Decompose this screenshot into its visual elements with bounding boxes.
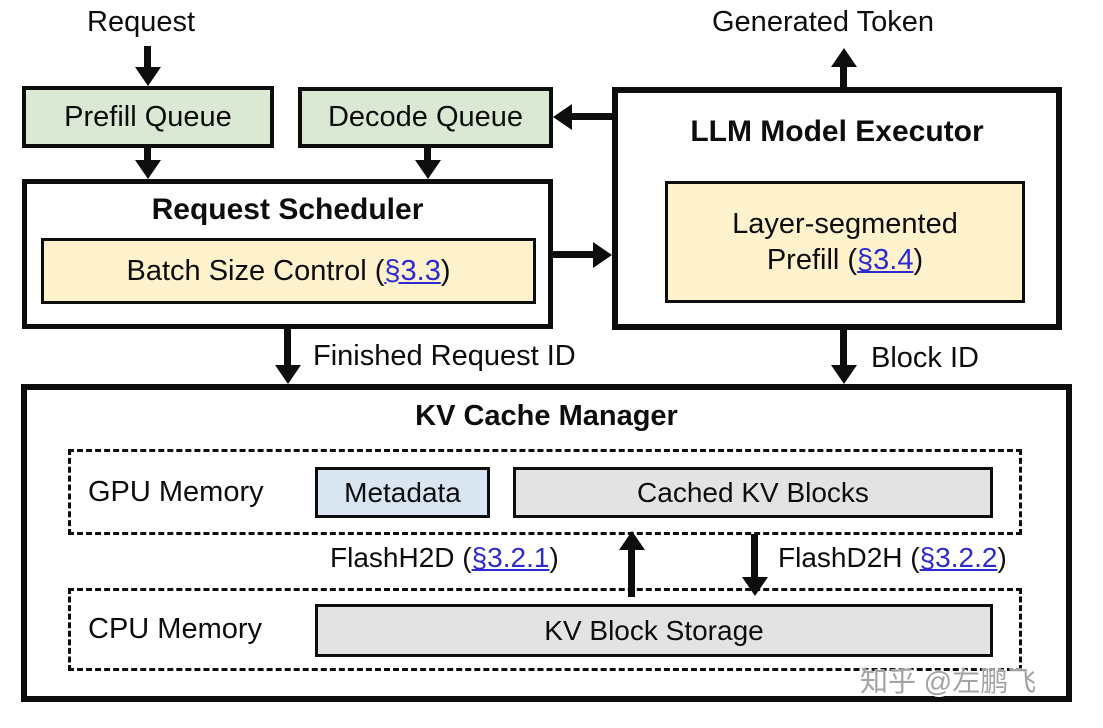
flash-h2d-suffix: ) [549,542,559,573]
metadata-box: Metadata [315,467,490,518]
batch-size-control-line: Batch Size Control (§3.3) [126,253,450,289]
llm-model-executor-box: LLM Model Executor Layer-segmented Prefi… [612,87,1062,330]
layer-segmented-prefill-box: Layer-segmented Prefill (§3.4) [665,181,1025,303]
cached-kv-blocks-label: Cached KV Blocks [637,476,869,508]
request-scheduler-box: Request Scheduler Batch Size Control (§3… [22,179,553,329]
layer-segmented-line1: Layer-segmented [732,207,958,240]
arrow-decode-queue-to-scheduler-icon [424,148,431,160]
decode-queue-label: Decode Queue [327,101,524,133]
gpu-memory-label: GPU Memory [88,475,264,508]
section-3-4-link[interactable]: §3.4 [857,244,914,276]
flash-d2h-label: FlashD2H (§3.2.2) [778,542,1007,574]
kv-block-storage-box: KV Block Storage [315,604,993,657]
section-3-2-1-link[interactable]: §3.2.1 [471,542,550,573]
section-3-2-2-link[interactable]: §3.2.2 [919,542,998,573]
cached-kv-blocks-box: Cached KV Blocks [513,467,993,518]
arrow-prefill-queue-to-scheduler-icon [144,148,151,160]
llm-model-executor-title: LLM Model Executor [690,115,984,148]
flash-h2d-label: FlashH2D (§3.2.1) [330,542,559,574]
arrow-scheduler-to-kv-manager-icon [284,329,291,365]
request-label: Request [87,6,196,38]
generated-token-label: Generated Token [712,6,934,38]
batch-size-control-box: Batch Size Control (§3.3) [41,238,536,304]
flash-h2d-prefix: FlashH2D ( [330,542,472,573]
arrow-executor-to-kv-manager-icon [840,330,847,365]
layer-segmented-line2-prefix: Prefill ( [766,244,858,276]
arrow-request-to-prefill-queue-icon [144,46,151,67]
cpu-memory-label: CPU Memory [88,613,263,645]
section-3-3-link[interactable]: §3.3 [384,254,441,287]
flash-d2h-prefix: FlashD2H ( [778,542,920,573]
request-scheduler-title: Request Scheduler [151,193,424,226]
arrow-executor-to-generated-token-icon [840,67,847,87]
prefill-queue-box: Prefill Queue [22,86,274,148]
cpu-memory-region: CPU Memory KV Block Storage [68,588,1022,671]
prefill-queue-label: Prefill Queue [64,100,232,133]
arrow-executor-to-decode-queue-icon [572,113,612,120]
finished-request-id-label: Finished Request ID [313,340,576,372]
decode-queue-box: Decode Queue [298,87,553,148]
batch-size-control-suffix: ) [440,254,451,287]
flash-d2h-suffix: ) [997,542,1007,573]
batch-size-control-prefix: Batch Size Control ( [126,254,385,287]
gpu-memory-region: GPU Memory Metadata Cached KV Blocks [68,449,1022,535]
arrow-flash-h2d-icon [628,550,635,597]
kv-cache-manager-title: KV Cache Manager [415,400,678,432]
layer-segmented-line2: Prefill (§3.4) [767,242,923,278]
kv-cache-manager-box: KV Cache Manager GPU Memory Metadata Cac… [21,384,1072,702]
arrow-flash-d2h-icon [751,534,758,577]
block-id-label: Block ID [871,342,979,374]
layer-segmented-line2-suffix: ) [913,244,924,276]
zhihu-watermark: 知乎 @左鹏飞 [860,666,1037,697]
metadata-label: Metadata [344,476,461,508]
arrow-scheduler-to-executor-icon [553,251,593,258]
kv-block-storage-label: KV Block Storage [544,614,764,646]
